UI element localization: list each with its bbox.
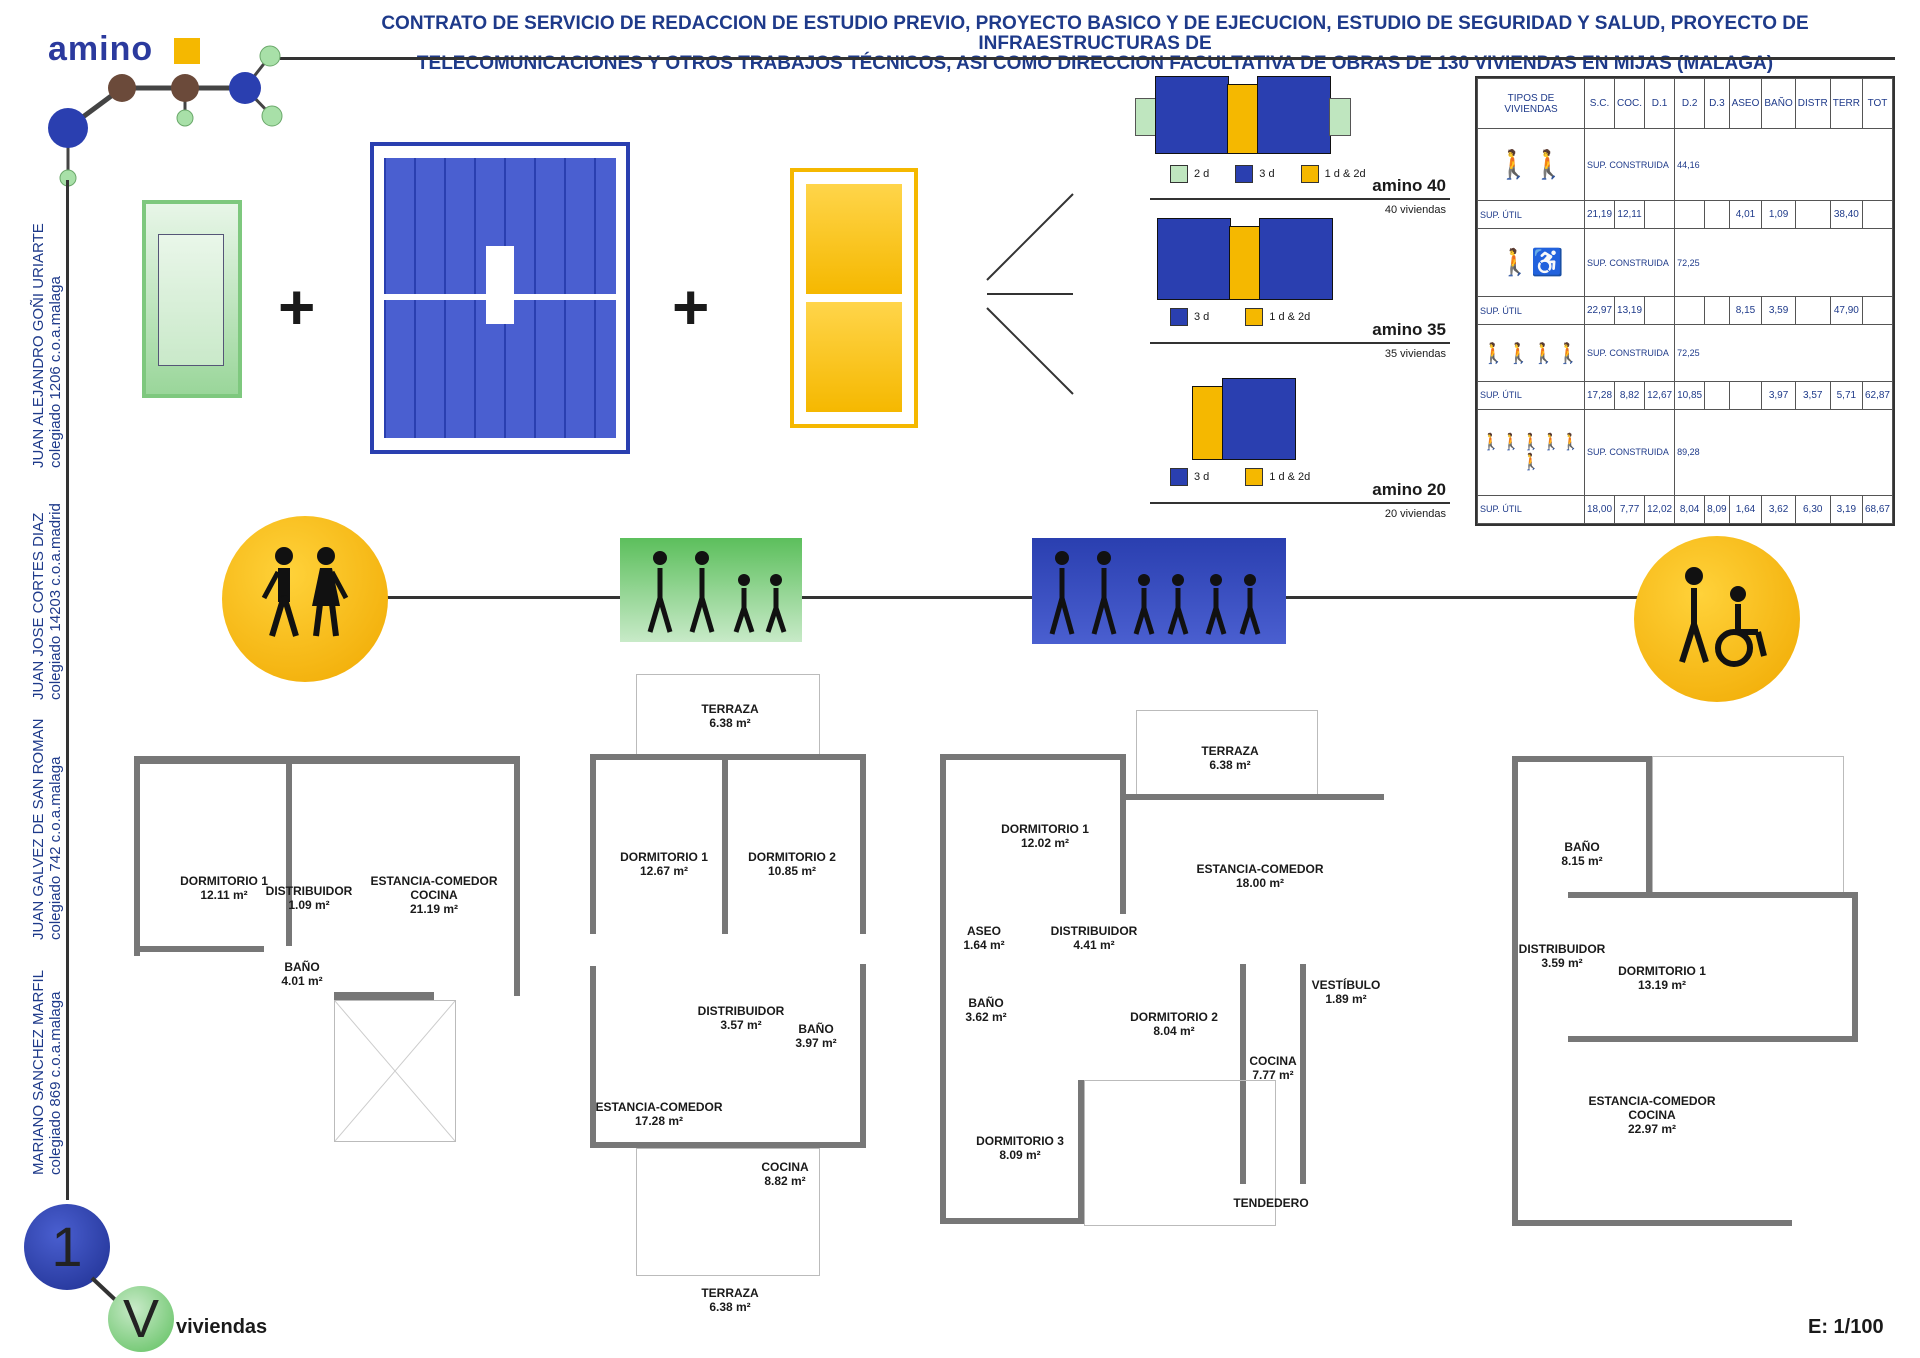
legend-amino35: 3 d 1 d & 2d bbox=[1170, 308, 1310, 326]
table-row: 🚶🚶 SUP. CONSTRUIDA 44,16 bbox=[1477, 127, 1893, 202]
box-family-6 bbox=[1032, 538, 1286, 644]
logo-text: amino bbox=[48, 30, 154, 68]
config-sub-amino35: 35 viviendas bbox=[1384, 348, 1446, 360]
sheet-letter: V bbox=[108, 1286, 174, 1352]
config-sub-amino20: 20 viviendas bbox=[1384, 508, 1446, 520]
config-divider-2 bbox=[1150, 342, 1450, 344]
couple-icon: 🚶🚶 bbox=[1477, 127, 1585, 202]
title-line-1: CONTRATO DE SERVICIO DE REDACCION DE EST… bbox=[381, 13, 1809, 54]
config-amino35-diagram bbox=[1157, 218, 1333, 300]
plus-sign-2: + bbox=[672, 271, 710, 343]
room-label: TENDEDERO bbox=[1233, 1196, 1309, 1210]
left-vertical-line bbox=[66, 180, 69, 1200]
module-blue-plan bbox=[370, 142, 630, 454]
family-6-icon: 🚶🚶🚶🚶🚶🚶 bbox=[1477, 408, 1585, 496]
module-yellow-plan bbox=[790, 168, 918, 428]
molecule-logo-icon bbox=[48, 38, 283, 187]
header-divider bbox=[280, 57, 1895, 60]
plan-1-patio bbox=[334, 1000, 456, 1142]
module-green-plan bbox=[142, 200, 242, 398]
sheet-number: 1 bbox=[24, 1204, 110, 1290]
couple-icon bbox=[261, 547, 349, 637]
accessible-icon bbox=[1679, 567, 1767, 667]
config-title-amino40: amino 40 bbox=[1372, 176, 1446, 195]
circle-couple bbox=[222, 516, 388, 682]
config-divider-1 bbox=[1150, 198, 1450, 200]
config-sub-amino40: 40 viviendas bbox=[1384, 204, 1446, 216]
config-amino40-diagram bbox=[1135, 76, 1351, 154]
circle-accessible bbox=[1634, 536, 1800, 702]
branch-lines bbox=[986, 193, 1074, 395]
legend-amino40: 2 d 3 d 1 d & 2d bbox=[1170, 165, 1366, 183]
family-6-icon bbox=[1049, 551, 1261, 635]
plus-sign-1: + bbox=[278, 271, 316, 343]
scale-label: E: 1/100 bbox=[1808, 1316, 1884, 1338]
family-4-icon bbox=[647, 551, 787, 633]
box-family-4 bbox=[620, 538, 802, 642]
legend-amino20: 3 d 1 d & 2d bbox=[1170, 468, 1310, 486]
sheet-word: viviendas bbox=[176, 1316, 268, 1338]
typology-line bbox=[300, 596, 1700, 599]
family-4-icon: 🚶🚶🚶🚶 bbox=[1477, 324, 1585, 382]
config-title-amino35: amino 35 bbox=[1372, 320, 1446, 339]
table-row: 🚶♿ SUP. CONSTRUIDA 72,25 bbox=[1477, 228, 1893, 298]
config-amino20-diagram bbox=[1192, 378, 1296, 460]
config-divider-3 bbox=[1150, 502, 1450, 504]
accessible-icon: 🚶♿ bbox=[1477, 228, 1585, 298]
table-row: 🚶🚶🚶🚶 SUP. CONSTRUIDA 72,25 bbox=[1477, 324, 1893, 382]
config-title-amino20: amino 20 bbox=[1372, 480, 1446, 499]
table-header: TIPOS DE VIVIENDAS bbox=[1477, 78, 1585, 129]
project-title: CONTRATO DE SERVICIO DE REDACCION DE EST… bbox=[300, 14, 1890, 74]
table-row: 🚶🚶🚶🚶🚶🚶 SUP. CONSTRUIDA 89,28 bbox=[1477, 408, 1893, 496]
